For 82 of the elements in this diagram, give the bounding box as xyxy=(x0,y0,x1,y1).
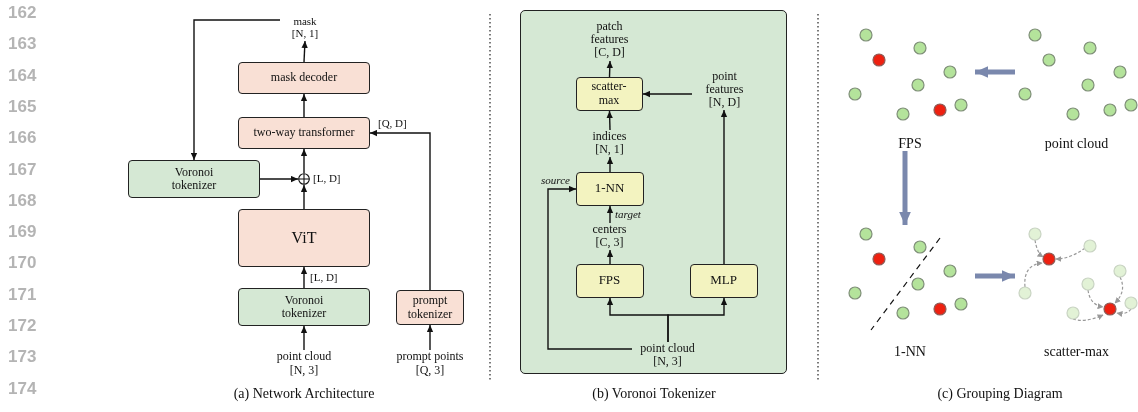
box-label: 1-NN xyxy=(594,181,625,196)
box-label: prompt tokenizer xyxy=(406,294,454,321)
box-label: mask decoder xyxy=(270,71,338,85)
text-label: prompt points xyxy=(396,350,464,364)
line-number: 171 xyxy=(8,284,37,305)
arrow xyxy=(547,185,633,350)
process-box xyxy=(238,117,370,149)
figure-caption: (a) Network Architecture xyxy=(232,386,376,402)
arrow xyxy=(300,325,308,351)
arrow xyxy=(369,129,431,291)
process-box xyxy=(689,263,758,298)
text-label: mask xyxy=(293,14,317,27)
line-number: 169 xyxy=(8,222,37,243)
text-label: point cloud xyxy=(276,350,332,364)
box-label: scatter-max xyxy=(590,80,628,107)
arrow xyxy=(606,249,614,265)
box-label: Voronoi tokenizer xyxy=(280,293,328,321)
line-number: 165 xyxy=(8,96,37,117)
process-box xyxy=(575,263,644,298)
dimension-label: [L, D] xyxy=(313,172,341,184)
arrow xyxy=(300,93,308,118)
arrow xyxy=(667,297,728,343)
text-label: [N, 3] xyxy=(653,355,682,369)
arrow xyxy=(975,66,1015,78)
text-label: [Q, 3] xyxy=(415,363,445,377)
process-box xyxy=(238,62,370,94)
arrow xyxy=(301,40,308,63)
process-box xyxy=(575,171,644,206)
line-number: 163 xyxy=(8,34,37,55)
line-number: 173 xyxy=(8,347,37,368)
arrow xyxy=(300,184,308,210)
line-number: 168 xyxy=(8,190,37,211)
panel-label: scatter-max xyxy=(1044,343,1109,359)
arrow xyxy=(642,90,693,98)
text-label: point features xyxy=(704,69,745,97)
arrow xyxy=(300,148,308,174)
panel-label: FPS xyxy=(898,135,922,151)
process-box xyxy=(238,288,370,326)
text-label: indices xyxy=(592,129,627,143)
box-label: Voronoi tokenizer xyxy=(170,165,218,193)
line-number: 166 xyxy=(8,128,37,149)
arrow xyxy=(606,110,613,131)
figure-caption: (b) Voronoi Tokenizer xyxy=(591,386,717,402)
text-label: [C, D] xyxy=(593,46,626,60)
box-label: ViT xyxy=(291,229,317,247)
process-box xyxy=(396,290,464,325)
process-box xyxy=(238,209,370,267)
line-number: 174 xyxy=(8,378,37,399)
text-label: [N, D] xyxy=(707,96,742,110)
panel-label: point cloud xyxy=(1044,135,1109,151)
arrow xyxy=(300,266,308,289)
line-number: 162 xyxy=(8,3,37,23)
box-label: MLP xyxy=(710,273,737,288)
panel-label: 1-NN xyxy=(894,343,926,359)
box-label: FPS xyxy=(598,273,621,288)
arrow xyxy=(259,175,299,183)
arrow xyxy=(426,324,434,351)
line-number: 167 xyxy=(8,159,37,180)
line-number: 164 xyxy=(8,65,37,86)
text-label: [N, 1] xyxy=(595,143,624,157)
text-label: point cloud xyxy=(640,341,695,355)
edge-label: [L, D] xyxy=(309,271,339,284)
arrow xyxy=(899,151,911,225)
line-number: 170 xyxy=(8,253,37,274)
figure-caption: (c) Grouping Diagram xyxy=(936,386,1064,402)
process-box xyxy=(128,160,260,198)
text-label: [N, 1] xyxy=(291,27,319,40)
arrow xyxy=(606,205,614,224)
tokenizer-panel xyxy=(520,10,787,374)
text-label: patch features xyxy=(589,19,630,47)
text-label: [N, 3] xyxy=(289,363,319,377)
edge-label: [Q, D] xyxy=(377,117,408,130)
text-label: centers xyxy=(592,222,627,236)
arrow xyxy=(190,19,281,161)
arrow xyxy=(606,60,613,78)
arrow xyxy=(975,270,1015,282)
arrow xyxy=(720,109,728,265)
line-number: 172 xyxy=(8,316,37,336)
text-label: [C, 3] xyxy=(595,236,624,250)
process-box xyxy=(575,76,643,111)
box-label: two-way transformer xyxy=(253,126,355,140)
arrow xyxy=(606,156,614,173)
